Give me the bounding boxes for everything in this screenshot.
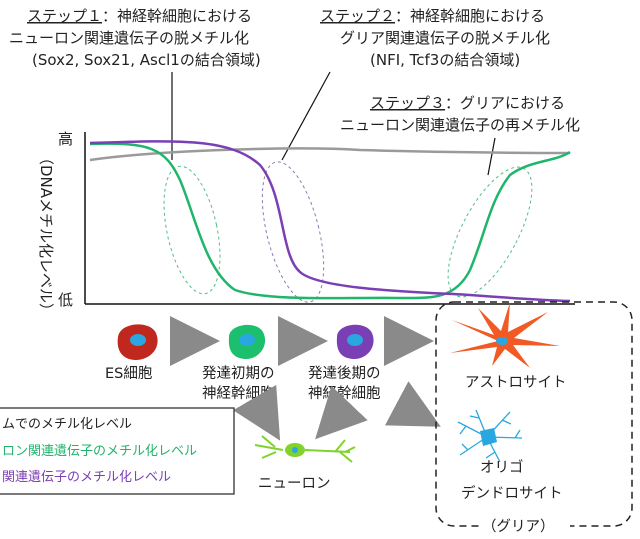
legend-genome: ムでのメチル化レベル <box>2 417 132 432</box>
svg-text:ステップ２：神経幹細胞における: ステップ２：神経幹細胞における <box>320 7 545 25</box>
late-neural-stem-cell <box>336 324 374 360</box>
step1-annotation: ステップ１：神経幹細胞における ニューロン関連遺伝子の脱メチル化 (Sox2, … <box>9 7 261 69</box>
step3-line2: ニューロン関連遺伝子の再メチル化 <box>340 116 580 134</box>
legend-neuron-genes: ロン関連遺伝子のメチル化レベル <box>2 444 197 459</box>
legend: ムでのメチル化レベル ロン関連遺伝子のメチル化レベル 関連遺伝子のメチル化レベル <box>0 407 235 495</box>
step3-title: ：グリアにおける <box>445 94 565 112</box>
y-tick-low: 低 <box>58 291 73 309</box>
step2-line3: (NFI, Tcf3の結合領域) <box>370 51 520 69</box>
y-tick-high: 高 <box>58 130 73 148</box>
step2-prefix: ステップ２ <box>320 7 395 25</box>
svg-text:ステップ１：神経幹細胞における: ステップ１：神経幹細胞における <box>27 7 252 25</box>
late-label-line1: 発達後期の <box>308 365 381 382</box>
step2-title: ：神経幹細胞における <box>395 7 545 25</box>
astrocyte-label: アストロサイト <box>465 375 567 391</box>
step2-region-ellipse <box>261 161 325 303</box>
step3-annotation: ステップ３：グリアにおける ニューロン関連遺伝子の再メチル化 <box>340 94 580 134</box>
oligo-label-line1: オリゴ <box>480 458 524 476</box>
arrow-late-to-neuron <box>315 385 368 440</box>
es-cell <box>117 324 158 360</box>
early-label-line1: 発達初期の <box>202 365 275 382</box>
glia-label-mask <box>480 516 570 536</box>
step1-line3: (Sox2, Sox21, Ascl1の結合領域) <box>32 51 261 69</box>
early-neural-stem-cell <box>228 324 266 360</box>
glia-group-label: （グリア） <box>482 518 555 535</box>
legend-glia-genes: 関連遺伝子のメチル化レベル <box>2 470 171 485</box>
legend-box <box>0 407 235 495</box>
step3-prefix: ステップ３ <box>370 94 445 112</box>
step1-prefix: ステップ１ <box>27 7 102 25</box>
late-label-line2: 神経幹細胞 <box>308 384 381 402</box>
es-cell-label: ES細胞 <box>105 365 152 382</box>
early-label-line2: 神経幹細胞 <box>202 384 275 402</box>
neuron-label: ニューロン <box>258 476 331 492</box>
step1-region-ellipse <box>163 165 221 295</box>
step3-pointer <box>487 137 496 176</box>
genome-methylation-line <box>89 147 571 162</box>
step2-pointer <box>281 71 331 161</box>
step2-annotation: ステップ２：神経幹細胞における グリア関連遺伝子の脱メチル化 (NFI, Tcf… <box>320 7 550 69</box>
step1-title: ：神経幹細胞における <box>102 7 252 25</box>
neuron-cell <box>254 435 356 463</box>
oligodendrocyte-cell <box>457 409 523 463</box>
neuron-gene-methylation-line <box>89 142 571 300</box>
step2-line2: グリア関連遺伝子の脱メチル化 <box>340 29 550 47</box>
glia-gene-methylation-line <box>89 140 571 303</box>
oligo-label-line2: デンドロサイト <box>461 484 563 502</box>
y-axis-label: （DNAメチル化レベル） <box>37 150 55 318</box>
arrow-early-to-neuron <box>233 384 281 441</box>
step3-region-ellipse <box>447 166 533 298</box>
astrocyte-cell <box>450 302 560 368</box>
arrow-late-to-oligo <box>384 381 441 427</box>
svg-text:ステップ３：グリアにおける: ステップ３：グリアにおける <box>370 94 565 112</box>
step1-line2: ニューロン関連遺伝子の脱メチル化 <box>9 29 249 47</box>
